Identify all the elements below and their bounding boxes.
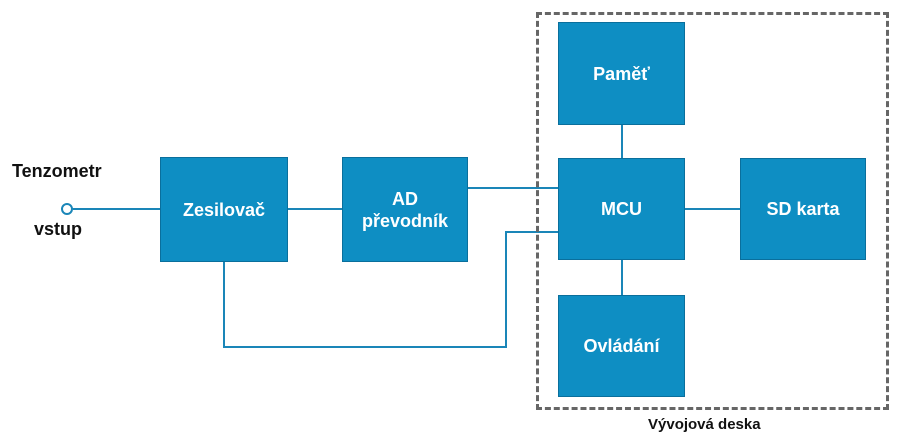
memory-block: Paměť <box>558 22 685 125</box>
board-label: Vývojová deska <box>648 416 761 433</box>
development-board-boundary <box>536 12 889 410</box>
sd-card-block: SD karta <box>740 158 866 260</box>
input-title: Tenzometr <box>12 161 102 181</box>
input-terminal-icon <box>61 203 73 215</box>
controls-block: Ovládání <box>558 295 685 397</box>
amplifier-block: Zesilovač <box>160 157 288 262</box>
mcu-block: MCU <box>558 158 685 260</box>
adc-block: AD převodník <box>342 157 468 262</box>
wire-amplifier-to-mcu-feedback <box>223 231 558 348</box>
input-port-label: vstup <box>34 219 83 239</box>
